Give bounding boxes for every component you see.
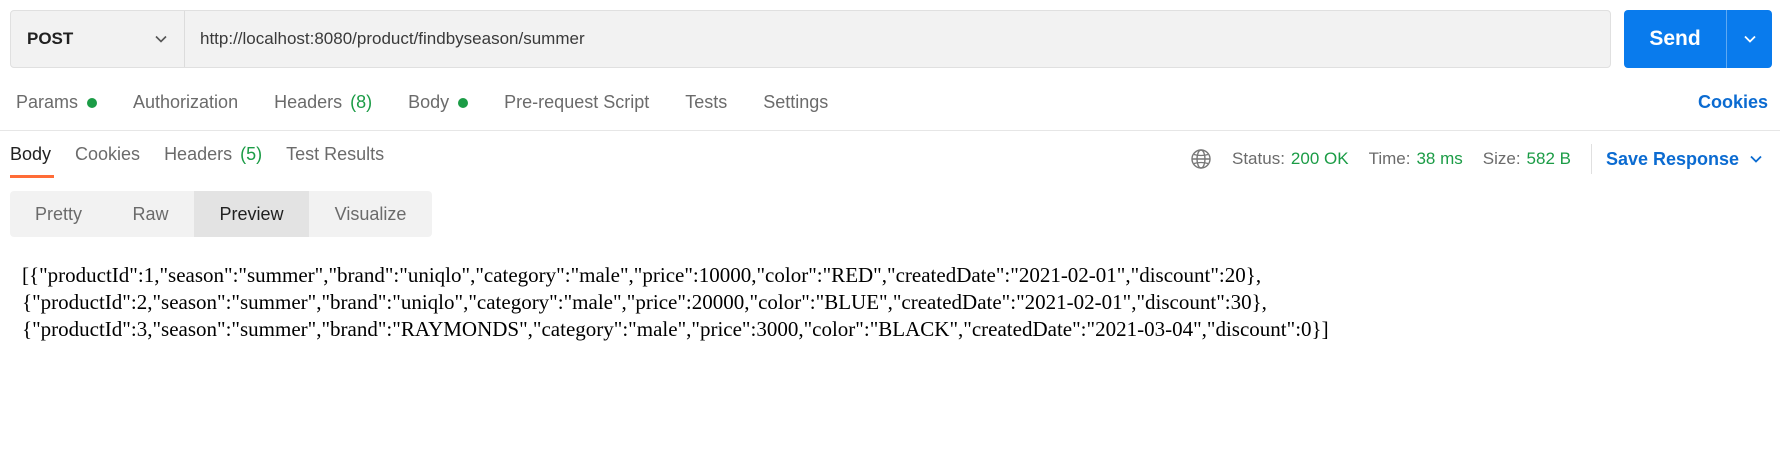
time-label: Time: (1368, 149, 1411, 168)
format-raw[interactable]: Raw (132, 203, 169, 224)
response-status: Status: 200 OK Time: 38 ms Size: 582 B S… (1190, 144, 1763, 174)
active-tab-indicator (10, 175, 54, 178)
tab-settings[interactable]: Settings (763, 92, 828, 113)
tab-count: (5) (240, 144, 263, 164)
tab-label: Authorization (133, 92, 239, 112)
globe-icon[interactable] (1190, 148, 1212, 170)
response-tabs: Body Cookies Headers (5) Test Results (10, 144, 408, 165)
tab-label: Headers (274, 92, 343, 112)
status-dot (458, 97, 469, 108)
size-value[interactable]: 582 B (1526, 149, 1571, 168)
status-label: Status: (1232, 149, 1285, 168)
tab-headers[interactable]: Headers (8) (274, 92, 372, 113)
format-visualize[interactable]: Visualize (334, 203, 407, 224)
format-pretty[interactable]: Pretty (34, 203, 82, 224)
preview-line: {"productId":3,"season":"summer","brand"… (22, 317, 1329, 341)
preview-line: {"productId":2,"season":"summer","brand"… (22, 290, 1267, 314)
tab-response-body[interactable]: Body (10, 144, 52, 164)
tab-tests[interactable]: Tests (685, 92, 727, 113)
tab-params[interactable]: Params (16, 92, 98, 113)
cookies-link[interactable]: Cookies (1698, 92, 1769, 112)
tab-label: Tests (685, 92, 728, 112)
tab-response-cookies[interactable]: Cookies (75, 144, 141, 164)
size-label: Size: (1482, 149, 1521, 168)
format-preview[interactable]: Preview (194, 191, 309, 237)
status-dot (87, 97, 98, 108)
response-preview: [{"productId":1,"season":"summer","brand… (22, 262, 1329, 343)
tab-label: Body (408, 92, 450, 112)
request-bar: POST http://localhost:8080/product/findb… (10, 10, 1611, 68)
send-button-group: Send (1624, 10, 1772, 68)
tab-response-headers[interactable]: Headers (5) (164, 144, 262, 165)
tab-pre-request-script[interactable]: Pre-request Script (504, 92, 649, 113)
save-response-button[interactable]: Save Response (1606, 149, 1763, 170)
chevron-down-icon (1750, 155, 1762, 163)
save-response-label: Save Response (1605, 148, 1740, 169)
preview-line: [{"productId":1,"season":"summer","brand… (22, 263, 1262, 287)
tab-label: Settings (763, 92, 829, 112)
send-dropdown-button[interactable] (1727, 10, 1772, 68)
chevron-down-icon (1743, 35, 1756, 43)
divider (1590, 144, 1592, 174)
chevron-down-icon (155, 35, 167, 43)
divider (0, 130, 1780, 131)
format-selector: Pretty Raw Preview Visualize (10, 191, 432, 237)
tab-test-results[interactable]: Test Results (286, 144, 385, 164)
send-button[interactable]: Send (1624, 10, 1727, 68)
request-tabs: Params Authorization Headers (8) Body Pr… (16, 92, 864, 113)
tab-authorization[interactable]: Authorization (133, 92, 238, 113)
tab-label: Pre-request Script (504, 92, 650, 112)
status-value[interactable]: 200 OK (1290, 149, 1349, 168)
url-input[interactable]: http://localhost:8080/product/findbyseas… (200, 29, 585, 48)
tab-body[interactable]: Body (408, 92, 469, 113)
tab-label: Params (16, 92, 79, 112)
method-select[interactable]: POST (11, 11, 185, 67)
time-value[interactable]: 38 ms (1416, 149, 1463, 168)
tab-count: (8) (350, 92, 373, 112)
tab-label: Headers (164, 144, 233, 164)
method-label: POST (27, 29, 74, 48)
